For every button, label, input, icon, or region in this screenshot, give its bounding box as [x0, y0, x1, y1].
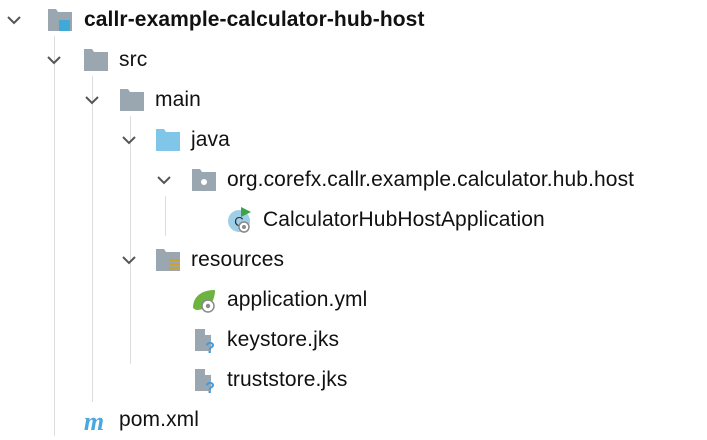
folder-icon [120, 89, 144, 111]
indent-guide [92, 76, 93, 402]
indent-guide [165, 196, 166, 236]
source-root-folder-icon [156, 129, 180, 151]
svg-text:?: ? [205, 340, 215, 354]
tree-label: callr-example-calculator-hub-host [84, 8, 425, 31]
tree-row-app-class[interactable]: C CalculatorHubHostApplication [0, 200, 707, 240]
tree-label: truststore.jks [227, 368, 348, 391]
tree-label: keystore.jks [227, 328, 340, 351]
chevron-down-icon[interactable] [120, 131, 138, 149]
tree-label: application.yml [227, 288, 368, 311]
svg-text:?: ? [205, 380, 215, 394]
tree-row-truststore[interactable]: ? truststore.jks [0, 360, 707, 400]
tree-label: CalculatorHubHostApplication [263, 208, 545, 231]
tree-label: org.corefx.callr.example.calculator.hub.… [227, 168, 635, 191]
svg-text:m: m [84, 407, 104, 434]
chevron-down-icon[interactable] [5, 11, 23, 29]
tree-row-package[interactable]: org.corefx.callr.example.calculator.hub.… [0, 160, 707, 200]
folder-icon [84, 49, 108, 71]
spring-boot-class-icon: C [228, 207, 251, 233]
maven-icon: m [84, 407, 104, 434]
tree-row-main[interactable]: main [0, 80, 707, 120]
chevron-down-icon[interactable] [83, 91, 101, 109]
tree-label: main [155, 88, 201, 111]
tree-row-pom[interactable]: m pom.xml [0, 400, 707, 440]
indent-guide [130, 116, 131, 364]
unknown-file-icon: ? [195, 329, 215, 354]
chevron-down-icon[interactable] [155, 171, 173, 189]
package-icon [192, 169, 216, 191]
chevron-down-icon[interactable] [120, 251, 138, 269]
tree-row-keystore[interactable]: ? keystore.jks [0, 320, 707, 360]
tree-row-root[interactable]: callr-example-calculator-hub-host [0, 0, 707, 40]
resources-folder-icon [156, 249, 180, 271]
tree-row-src[interactable]: src [0, 40, 707, 80]
spring-config-icon [193, 290, 215, 313]
svg-text:C: C [234, 214, 243, 229]
tree-row-java[interactable]: java [0, 120, 707, 160]
tree-label: pom.xml [119, 408, 200, 431]
tree-row-resources[interactable]: resources [0, 240, 707, 280]
chevron-down-icon[interactable] [45, 51, 63, 69]
module-folder-icon [48, 9, 72, 31]
indent-guide [54, 36, 55, 436]
tree-label: resources [191, 248, 285, 271]
unknown-file-icon: ? [195, 369, 215, 394]
tree-label: src [119, 48, 148, 71]
tree-label: java [191, 128, 230, 151]
tree-row-application-yml[interactable]: application.yml [0, 280, 707, 320]
